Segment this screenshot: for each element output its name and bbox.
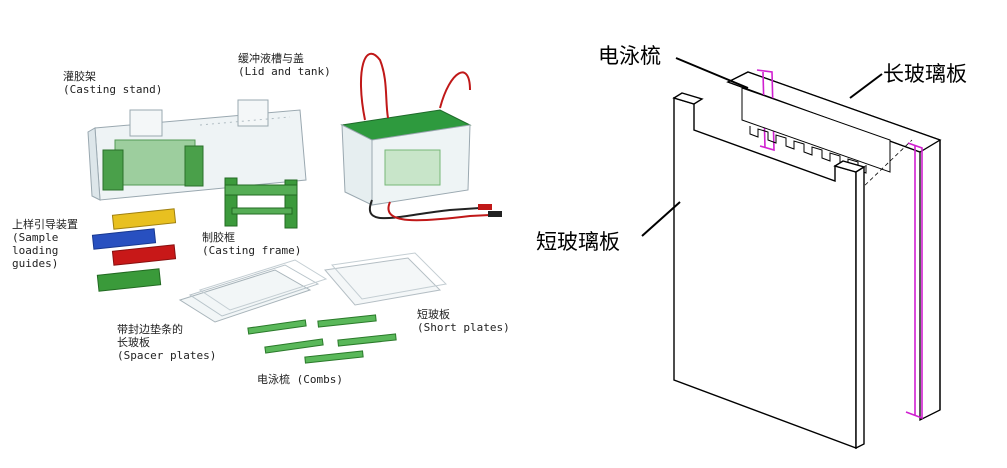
- long-plate-label: 长玻璃板: [883, 62, 967, 86]
- short-glass-plate: [672, 92, 866, 450]
- short-plates: [324, 252, 448, 306]
- sample-loading-guides: [91, 208, 177, 292]
- short-plates-label: 短玻板 (Short plates): [417, 308, 510, 334]
- combs: [247, 314, 397, 364]
- lid-tank-label: 缓冲液槽与盖 (Lid and tank): [238, 52, 331, 78]
- spacer-plates-label: 带封边垫条的 长玻板 (Spacer plates): [117, 323, 217, 362]
- spacer-plates: [178, 259, 328, 323]
- loading-guides-label: 上样引导装置 (Sample loading guides): [12, 218, 78, 270]
- plate-assembly-drawing: [641, 57, 942, 450]
- short-plate-label: 短玻璃板: [536, 230, 620, 254]
- casting-frame: [224, 177, 298, 229]
- long-glass-plate: [726, 71, 942, 422]
- casting-stand: [87, 99, 307, 201]
- combs-label: 电泳梳 (Combs): [257, 373, 343, 386]
- casting-stand-label: 灌胶架 (Casting stand): [63, 70, 163, 96]
- buffer-tank-and-lid: [340, 52, 502, 222]
- comb-label: 电泳梳: [598, 44, 661, 68]
- leader-lines: [641, 57, 883, 237]
- plate-schematic-panel: 电泳梳 长玻璃板 短玻璃板: [536, 0, 1007, 468]
- apparatus-illustration: [87, 52, 502, 364]
- casting-frame-label: 制胶框 (Casting frame): [202, 231, 302, 257]
- apparatus-photo-panel: 灌胶架 (Casting stand) 缓冲液槽与盖 (Lid and tank…: [12, 52, 510, 386]
- spacer-strips: [756, 69, 923, 420]
